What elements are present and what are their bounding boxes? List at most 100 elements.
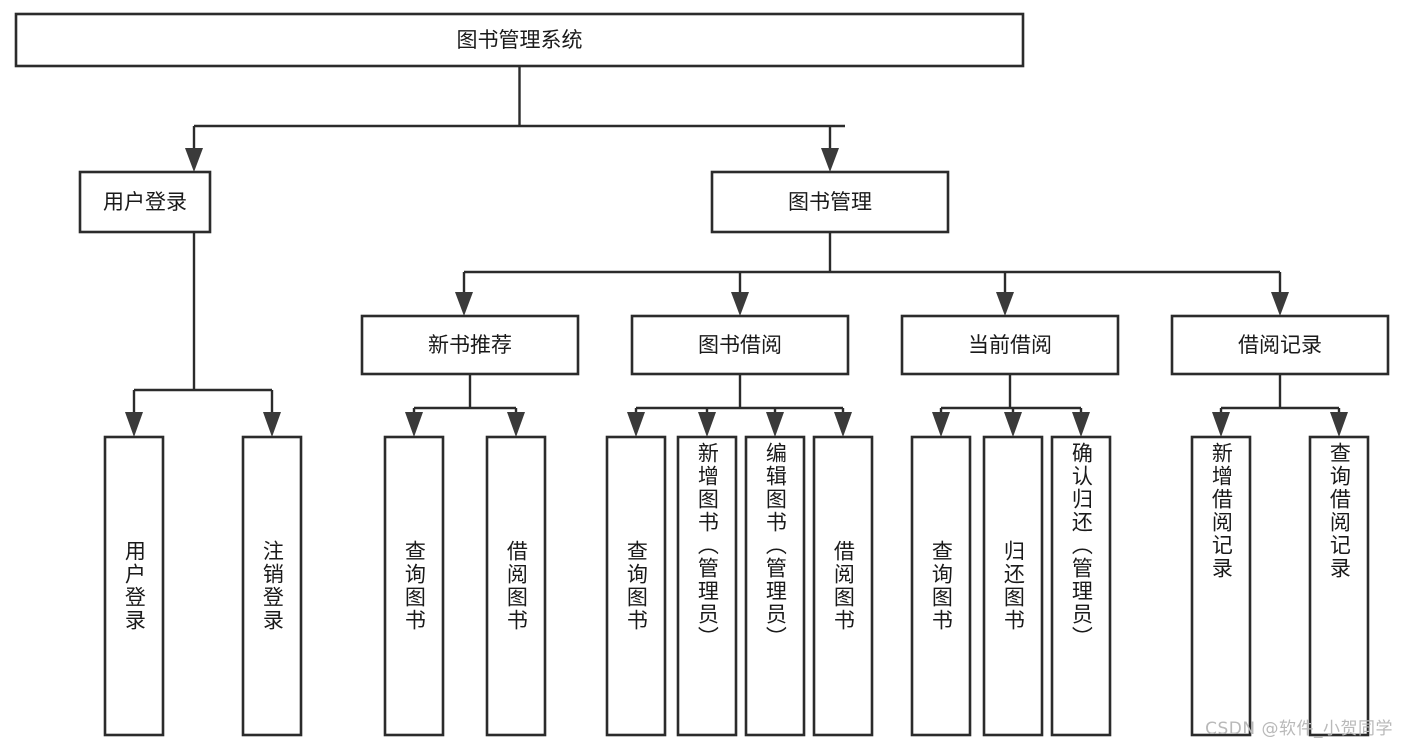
node-root[interactable]: 图书管理系统 [14, 12, 1025, 68]
leaf-borrow-book-1-box[interactable] [485, 435, 547, 737]
leaf-query-book-2-box[interactable] [605, 435, 667, 737]
node-root-box[interactable] [14, 12, 1025, 68]
node-current-borrow-label: 当前借阅 [968, 333, 1052, 357]
arrowhead-leaf-return-book [1004, 412, 1022, 437]
arrowhead-leaf-edit-book [766, 412, 784, 437]
arrowhead-leaf-query-book-3 [932, 412, 950, 437]
leaf-user-login-label-holder: 用户登录 [122, 540, 147, 632]
node-user-login[interactable]: 用户登录 [78, 170, 212, 234]
connector-group-book-borrow [627, 374, 852, 437]
node-user-login-box[interactable] [78, 170, 212, 234]
node-book-borrow-box[interactable] [630, 314, 850, 376]
node-borrow-record-box[interactable] [1170, 314, 1390, 376]
leaf-logout-label-holder: 注销登录 [260, 540, 285, 632]
node-book-borrow-label: 图书借阅 [698, 333, 782, 357]
node-borrow-record-label: 借阅记录 [1238, 333, 1322, 357]
leaf-add-book-label-holder: 新增图书（管理员） [695, 442, 720, 649]
node-book-borrow[interactable]: 图书借阅 [630, 314, 850, 376]
arrowhead-leaf-confirm-return [1072, 412, 1090, 437]
node-book-manage-box[interactable] [710, 170, 950, 234]
node-book-manage[interactable]: 图书管理 [710, 170, 950, 234]
leaf-return-book-box[interactable] [982, 435, 1044, 737]
leaf-edit-book-box[interactable] [744, 435, 806, 737]
leaf-logout-label: 注销登录 [260, 540, 285, 632]
leaf-user-login-label: 用户登录 [122, 540, 147, 632]
leaf-borrow-book-1-label-holder: 借阅图书 [504, 540, 529, 632]
leaf-add-record-label-holder: 新增借阅记录 [1209, 442, 1234, 580]
leaf-confirm-return-label: 确认归还（管理员） [1069, 442, 1094, 649]
leaf-user-login[interactable]: 用户登录 [103, 435, 165, 737]
leaf-query-book-3-label: 查询图书 [929, 540, 954, 632]
leaf-logout-box[interactable] [241, 435, 303, 737]
leaf-add-book[interactable]: 新增图书（管理员） [676, 435, 738, 737]
leaf-query-book-2-label-holder: 查询图书 [624, 540, 649, 632]
leaf-query-book-2-label: 查询图书 [624, 540, 649, 632]
leaf-query-book-3-box[interactable] [910, 435, 972, 737]
arrowhead-book-manage [821, 148, 839, 172]
leaf-query-record-box[interactable] [1308, 435, 1370, 737]
connector-group-new-book-rec [405, 374, 525, 437]
arrowhead-borrow-record [1271, 292, 1289, 316]
leaf-return-book-label: 归还图书 [1001, 540, 1026, 632]
leaf-confirm-return[interactable]: 确认归还（管理员） [1050, 435, 1112, 737]
leaf-borrow-book-2-label-holder: 借阅图书 [831, 540, 856, 632]
arrowhead-leaf-query-record [1330, 412, 1348, 437]
arrowhead-current-borrow [996, 292, 1014, 316]
node-book-manage-label: 图书管理 [788, 190, 872, 214]
leaf-borrow-book-1[interactable]: 借阅图书 [485, 435, 547, 737]
leaf-query-record-label: 查询借阅记录 [1327, 442, 1352, 580]
leaf-borrow-book-2-box[interactable] [812, 435, 874, 737]
leaf-add-record-box[interactable] [1190, 435, 1252, 737]
leaf-return-book[interactable]: 归还图书 [982, 435, 1044, 737]
node-new-book-rec[interactable]: 新书推荐 [360, 314, 580, 376]
arrowhead-user-login [185, 148, 203, 172]
leaf-borrow-book-2-label: 借阅图书 [831, 540, 856, 632]
leaf-query-book-1-box[interactable] [383, 435, 445, 737]
leaf-edit-book-label-holder: 编辑图书（管理员） [763, 442, 788, 649]
leaf-query-book-1-label-holder: 查询图书 [402, 540, 427, 632]
leaf-query-record[interactable]: 查询借阅记录 [1308, 435, 1370, 737]
arrowhead-leaf-add-record [1212, 412, 1230, 437]
node-current-borrow[interactable]: 当前借阅 [900, 314, 1120, 376]
leaf-query-book-1[interactable]: 查询图书 [383, 435, 445, 737]
connector-group-borrow-record [1212, 374, 1348, 437]
leaf-edit-book-label: 编辑图书（管理员） [763, 442, 788, 649]
leaf-query-book-2[interactable]: 查询图书 [605, 435, 667, 737]
arrowhead-leaf-query-book-1 [405, 412, 423, 437]
leaf-query-book-1-label: 查询图书 [402, 540, 427, 632]
node-new-book-rec-box[interactable] [360, 314, 580, 376]
node-borrow-record[interactable]: 借阅记录 [1170, 314, 1390, 376]
leaf-add-book-box[interactable] [676, 435, 738, 737]
connector-group-current-borrow [932, 374, 1090, 437]
arrowhead-leaf-add-book [698, 412, 716, 437]
leaf-logout[interactable]: 注销登录 [241, 435, 303, 737]
leaf-edit-book[interactable]: 编辑图书（管理员） [744, 435, 806, 737]
leaf-query-book-3[interactable]: 查询图书 [910, 435, 972, 737]
arrowhead-book-borrow [731, 292, 749, 316]
node-current-borrow-box[interactable] [900, 314, 1120, 376]
arrowhead-leaf-query-book-2 [627, 412, 645, 437]
leaf-node-layer: 用户登录 注销登录 查询图书 借阅图书 查询图书 新增图书（管理员） 编辑图书（管理员） 借阅… [103, 435, 1370, 737]
node-new-book-rec-label: 新书推荐 [428, 333, 512, 357]
node-user-login-label: 用户登录 [103, 190, 187, 214]
leaf-confirm-return-box[interactable] [1050, 435, 1112, 737]
arrowhead-leaf-borrow-book-1 [507, 412, 525, 437]
leaf-query-record-label-holder: 查询借阅记录 [1327, 442, 1352, 580]
leaf-borrow-book-1-label: 借阅图书 [504, 540, 529, 632]
arrowhead-leaf-user-login [125, 412, 143, 437]
leaf-query-book-3-label-holder: 查询图书 [929, 540, 954, 632]
connector-group-book-manage [455, 232, 1289, 316]
arrowhead-new-book-rec [455, 292, 473, 316]
arrowhead-leaf-borrow-book-2 [834, 412, 852, 437]
leaf-return-book-label-holder: 归还图书 [1001, 540, 1026, 632]
arrowhead-leaf-logout [263, 412, 281, 437]
leaf-add-record-label: 新增借阅记录 [1209, 442, 1234, 580]
connector-group-root [185, 66, 845, 172]
leaf-borrow-book-2[interactable]: 借阅图书 [812, 435, 874, 737]
node-root-label: 图书管理系统 [457, 28, 583, 52]
leaf-add-book-label: 新增图书（管理员） [695, 442, 720, 649]
leaf-user-login-box[interactable] [103, 435, 165, 737]
leaf-add-record[interactable]: 新增借阅记录 [1190, 435, 1252, 737]
